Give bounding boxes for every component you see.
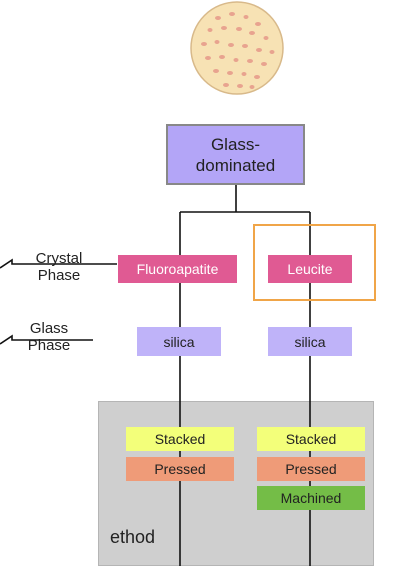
root-node: Glass- dominated (166, 124, 305, 185)
glass-node-2: silica (268, 327, 352, 356)
method-panel-label: ethod (110, 527, 156, 547)
method-pressed-2: Pressed (257, 457, 365, 481)
root-line-1: Glass- (210, 134, 261, 154)
root-line-2: dominated (195, 155, 276, 175)
crystal-node-leucite: Leucite (268, 255, 352, 283)
leucite-highlight (253, 224, 376, 301)
crystal-phase-label: Crystal Phase (24, 250, 94, 284)
method-pressed-1: Pressed (126, 457, 234, 481)
method-stacked-1: Stacked (126, 427, 234, 451)
glass-phase-text: Glass Phase (27, 320, 71, 354)
crystal-pointer (0, 258, 117, 269)
glass-phase-label: Glass Phase (14, 320, 84, 354)
glass-node-1: silica (137, 327, 221, 356)
microstructure-icon (190, 1, 284, 95)
glass-pointer (0, 334, 93, 345)
crystal-phase-text: Crystal Phase (35, 250, 83, 284)
method-machined-2: Machined (257, 486, 365, 510)
crystal-node-fluoroapatite: Fluoroapatite (118, 255, 237, 283)
method-stacked-2: Stacked (257, 427, 365, 451)
